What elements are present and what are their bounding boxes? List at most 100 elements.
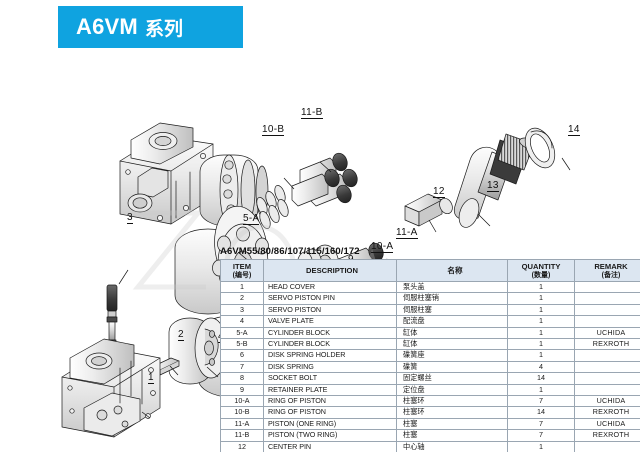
- cell-desc: CENTER PIN: [263, 440, 397, 452]
- column-header-description: DESCRIPTION: [263, 259, 397, 282]
- column-header-remark-en: REMARK: [594, 261, 628, 271]
- cell-desc: SOCKET BOLT: [263, 372, 397, 385]
- model-heading: A6VM55/80/86/107/115/160/172: [220, 246, 360, 257]
- cell-item: 11-B: [220, 429, 264, 442]
- cell-desc: VALVE PLATE: [263, 315, 397, 328]
- cell-remark: [574, 440, 640, 452]
- cell-item: 5-B: [220, 338, 264, 351]
- cell-qty: 1: [507, 326, 575, 340]
- cell-desc: HEAD COVER: [263, 280, 397, 294]
- callout-12: 12: [433, 186, 445, 198]
- callout-2: 2: [178, 329, 184, 341]
- cell-qty: 1: [507, 440, 575, 452]
- cell-qty: 1: [507, 383, 575, 397]
- cell-qty: 7: [507, 417, 575, 431]
- cell-desc: RETAINER PLATE: [263, 383, 397, 397]
- cell-name: 缸体: [396, 338, 508, 351]
- page-title-bar: A6VM 系列: [58, 6, 243, 48]
- cell-qty: 4: [507, 360, 575, 374]
- cell-remark: REXROTH: [574, 338, 640, 351]
- cell-qty: 1: [507, 303, 575, 317]
- cell-remark: REXROTH: [574, 429, 640, 442]
- column-header-remark: REMARK (备注): [574, 259, 640, 282]
- cell-name: 柱塞: [396, 417, 508, 431]
- cell-qty: 1: [507, 349, 575, 362]
- callout-11b: 11-B: [301, 107, 323, 119]
- valve-plate: [168, 317, 228, 385]
- cell-remark: [574, 360, 640, 374]
- lock-nut: [524, 127, 556, 169]
- cell-remark: UCHIDA: [574, 417, 640, 431]
- cell-name: 柱塞: [396, 429, 508, 442]
- column-header-quantity-zh: (数量): [531, 271, 551, 279]
- cell-remark: REXROTH: [574, 406, 640, 419]
- cell-item: 10-B: [220, 406, 264, 419]
- cell-qty: 1: [507, 338, 575, 351]
- page-title: A6VM: [76, 14, 138, 39]
- piston-group-b: [256, 152, 358, 229]
- cell-qty: 1: [507, 315, 575, 328]
- column-header-name-zh: 名称: [447, 266, 463, 275]
- cell-item: 6: [220, 349, 264, 362]
- cell-desc: DISK SPRING HOLDER: [263, 349, 397, 362]
- cell-item: 11-A: [220, 417, 264, 431]
- cell-item: 3: [220, 303, 264, 317]
- cell-name: 泵头盖: [396, 280, 508, 294]
- housing-upper: [119, 122, 214, 225]
- cell-qty: 1: [507, 292, 575, 305]
- page-title-suffix: 系列: [144, 18, 183, 40]
- callout-10b: 10-B: [262, 124, 285, 136]
- callout-14: 14: [568, 124, 580, 136]
- center-pin: [404, 193, 453, 227]
- cell-item: 10-A: [220, 395, 264, 408]
- callout-1: 1: [148, 372, 154, 384]
- cell-item: 1: [220, 280, 264, 294]
- cell-name: 碟簧: [396, 360, 508, 374]
- column-header-remark-zh: (备注): [601, 271, 621, 279]
- cell-desc: SERVO PISTON: [263, 303, 397, 317]
- column-header-item: ITEM (编号): [220, 259, 264, 282]
- column-header-quantity-en: QUANTITY: [521, 261, 561, 271]
- parts-table-block: A6VM55/80/86/107/115/160/172 ITEM (编号) D…: [220, 246, 640, 452]
- cell-name: 柱塞环: [396, 395, 508, 408]
- cell-desc: RING OF PISTON: [263, 395, 397, 408]
- cell-name: 柱塞环: [396, 406, 508, 419]
- cell-remark: [574, 303, 640, 317]
- callout-13: 13: [487, 180, 499, 192]
- cell-remark: [574, 349, 640, 362]
- cell-remark: [574, 280, 640, 294]
- cell-qty: 14: [507, 372, 575, 385]
- cell-remark: [574, 292, 640, 305]
- cell-item: 2: [220, 292, 264, 305]
- cell-remark: [574, 383, 640, 397]
- cell-name: 中心轴: [396, 440, 508, 452]
- cell-qty: 7: [507, 429, 575, 442]
- cell-desc: SERVO PISTON PIN: [263, 292, 397, 305]
- cell-name: 伺服柱塞销: [396, 292, 508, 305]
- cell-remark: UCHIDA: [574, 395, 640, 408]
- cell-name: 定位盘: [396, 383, 508, 397]
- cell-name: 固定螺丝: [396, 372, 508, 385]
- column-header-description-en: DESCRIPTION: [306, 266, 358, 275]
- cell-desc: CYLINDER BLOCK: [263, 338, 397, 351]
- cell-qty: 1: [507, 280, 575, 294]
- cell-qty: 7: [507, 395, 575, 408]
- callout-5a-upper: 5-A: [243, 213, 260, 225]
- callout-11a: 11-A: [396, 227, 418, 239]
- cell-qty: 14: [507, 406, 575, 419]
- cell-name: 缸体: [396, 326, 508, 340]
- cell-item: 9: [220, 383, 264, 397]
- cell-remark: [574, 372, 640, 385]
